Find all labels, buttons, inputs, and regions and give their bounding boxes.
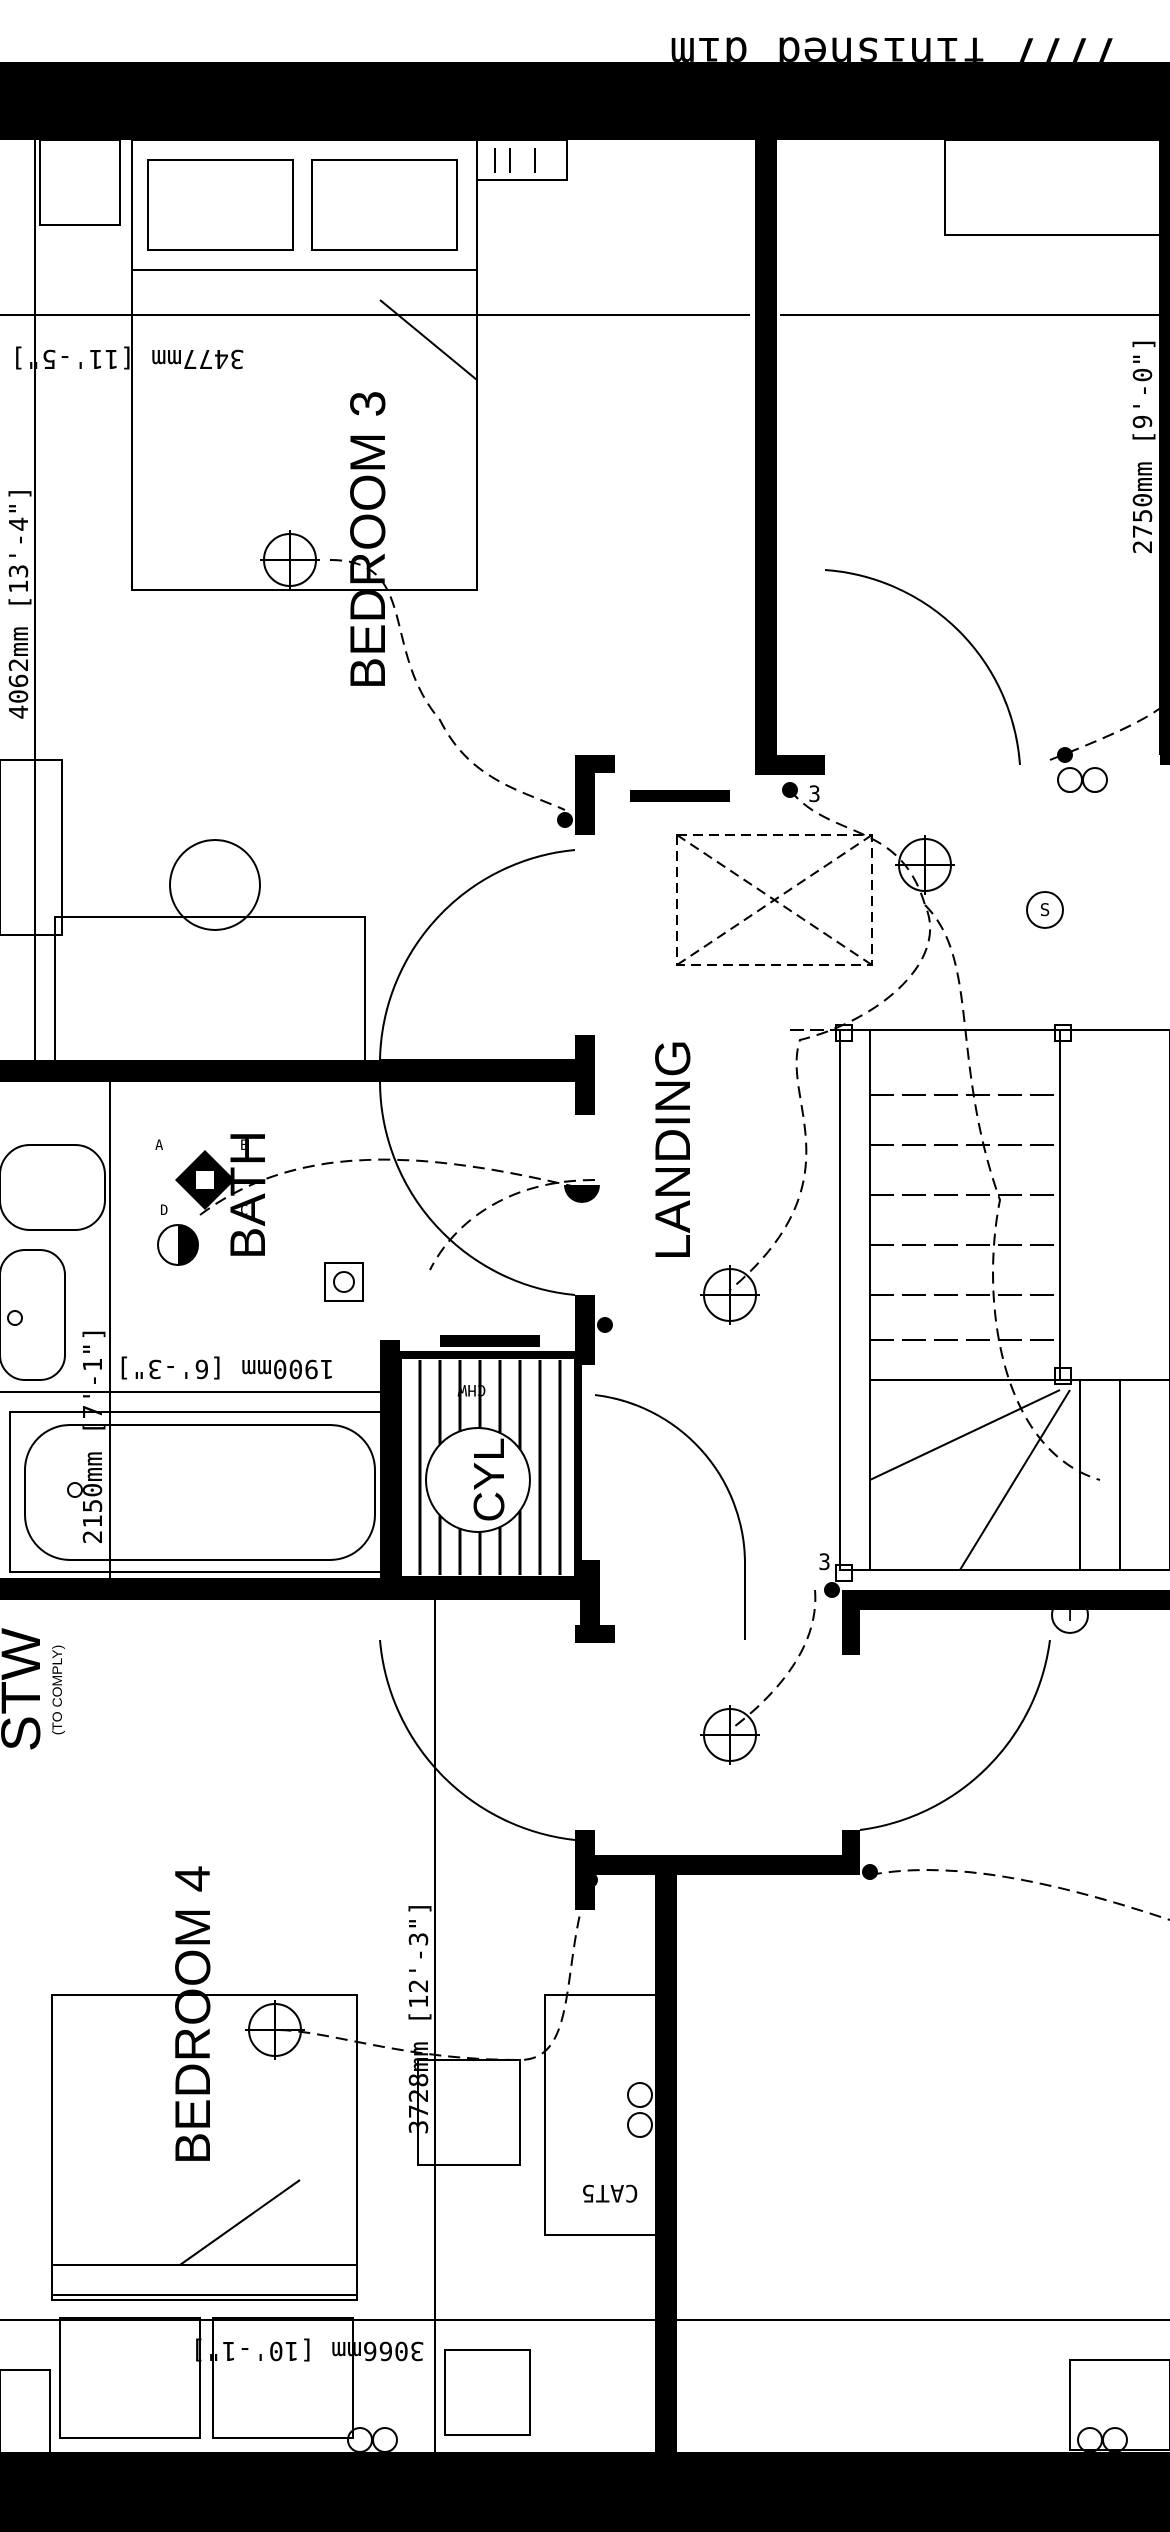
dim-bedroom4-length: 3728mm [12'-3"] (405, 1900, 435, 2135)
staircase (790, 1024, 1170, 1582)
dim-bedroom3-length: 4062mm [13'-4"] (5, 485, 35, 720)
svg-text:C: C (240, 1203, 248, 1219)
wiring (199, 559, 1170, 2062)
dim-bath-width: 1900mm [6'-3"] (116, 1353, 335, 1383)
bedroom3-bed (0, 139, 568, 1063)
cylinder-icon (425, 1427, 531, 1533)
light-landing3 (700, 1705, 760, 1765)
svg-text:B: B (240, 1138, 248, 1154)
switch-points (440, 747, 1073, 1888)
bedroom4-bed (0, 1994, 1170, 2456)
switch-3way-lower: 3 (818, 1551, 831, 1576)
label-bedroom4: BEDROOM 4 (165, 1865, 221, 2165)
light-bedroom3 (260, 530, 320, 590)
label-bedroom3: BEDROOM 3 (340, 390, 396, 690)
bath-fixtures (0, 1144, 391, 1573)
thermostat: T (1051, 1596, 1089, 1634)
cylinder-cupboard: CYL CHW (394, 1351, 582, 1584)
cat5-outlet: CAT5 (417, 1994, 661, 2236)
svg-text:D: D (160, 1203, 168, 1219)
light-bath (324, 1262, 364, 1302)
label-stw: STW (0, 1628, 52, 1753)
bottom-external-wall (0, 2452, 1170, 2532)
dimension-lines (0, 140, 1170, 2452)
sockets (347, 148, 1128, 2453)
chw-label: CHW (457, 1381, 486, 1400)
right-room-furniture (944, 139, 1170, 236)
light-landing1 (895, 835, 955, 895)
svg-text:CAT5: CAT5 (581, 2179, 639, 2207)
light-fittings (245, 530, 955, 2060)
door-swings (379, 569, 1051, 1841)
dimension-labels: 3477mm [11'-5"] 4062mm [13'-4"] 2750mm [… (5, 336, 1159, 2365)
label-landing: LANDING (645, 1039, 701, 1261)
bath-fan-icon: A B C D (155, 1138, 600, 1266)
dim-right-room-length: 2750mm [9'-0"] (1129, 336, 1159, 555)
svg-text:T: T (1065, 1605, 1076, 1626)
switch-3way-upper: 3 (808, 783, 821, 808)
room-labels: BEDROOM 3 LANDING BATH BEDROOM 4 STW (TO… (0, 390, 701, 2165)
cyl-label: CYL (465, 1437, 514, 1523)
dim-bath-length: 2150mm [7'-1"] (79, 1326, 109, 1545)
label-to-comply: (TO COMPLY) (49, 1645, 65, 1736)
light-landing2 (700, 1265, 760, 1325)
top-external-wall (0, 62, 1170, 140)
loft-hatch (676, 834, 873, 966)
dim-bedroom3-width: 3477mm [11'-5"] (10, 343, 245, 373)
label-bath: BATH (220, 1130, 276, 1260)
dim-bedroom4-width: 3066mm [10'-1"] (190, 2335, 425, 2365)
svg-text:A: A (155, 1138, 164, 1154)
smoke-detector: S (1026, 891, 1064, 929)
light-bedroom4 (245, 2000, 305, 2060)
svg-text:S: S (1040, 900, 1051, 921)
